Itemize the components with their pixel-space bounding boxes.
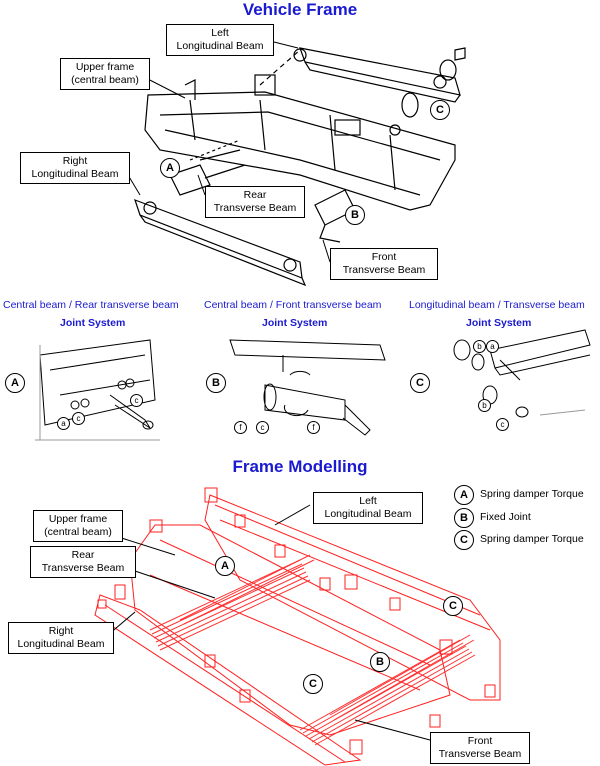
model-marker-c1: C xyxy=(443,596,463,616)
frame-modelling-title: Frame Modelling xyxy=(232,457,368,476)
detail-a-c2: c xyxy=(130,394,143,407)
model-marker-c2: C xyxy=(303,674,323,694)
detail-a-c1: c xyxy=(72,412,85,425)
detail-b-f2: f xyxy=(307,421,320,434)
detail-c-b2: b xyxy=(478,399,491,412)
joint-b-marker: B xyxy=(206,373,226,393)
joint-detail-c-drawing xyxy=(453,329,591,418)
frame-model-wireframe xyxy=(94,487,501,766)
detail-c-a: a xyxy=(486,340,499,353)
detail-c-c: c xyxy=(496,418,509,431)
legend-text-a: Spring damper Torque xyxy=(480,488,584,500)
detail-c-b1: b xyxy=(473,340,486,353)
joint-a-marker: A xyxy=(5,373,25,393)
legend-marker-a: A xyxy=(454,485,474,505)
detail-b-f1: f xyxy=(234,421,247,434)
detail-a-a: a xyxy=(57,417,70,430)
joint-c-title: Joint System xyxy=(466,317,532,329)
joint-detail-a-drawing xyxy=(35,339,160,441)
marker-a: A xyxy=(160,158,180,178)
vehicle-frame-title: Vehicle Frame xyxy=(242,0,358,19)
joint-detail-b-drawing xyxy=(229,339,386,436)
legend-text-b: Fixed Joint xyxy=(480,511,531,523)
joint-a-title: Joint System xyxy=(60,317,126,329)
upper-frame-label: Upper frame(central beam) xyxy=(60,58,150,90)
legend-marker-c: C xyxy=(454,530,474,550)
joint-a-header: Central beam / Rear transverse beam xyxy=(3,299,179,311)
joint-b-header: Central beam / Front transverse beam xyxy=(204,299,382,311)
joint-c-header: Longitudinal beam / Transverse beam xyxy=(409,299,585,311)
vehicle-frame-leaders xyxy=(124,41,331,263)
detail-b-c: c xyxy=(256,421,269,434)
legend-marker-b: B xyxy=(454,508,474,528)
marker-c: C xyxy=(430,100,450,120)
joint-b-title: Joint System xyxy=(262,317,328,329)
joint-c-marker: C xyxy=(410,373,430,393)
model-marker-b: B xyxy=(370,652,390,672)
legend-text-c: Spring damper Torque xyxy=(480,533,584,545)
marker-b: B xyxy=(345,205,365,225)
model-upper-frame-label: Upper frame(central beam) xyxy=(33,510,123,542)
model-marker-a: A xyxy=(215,556,235,576)
